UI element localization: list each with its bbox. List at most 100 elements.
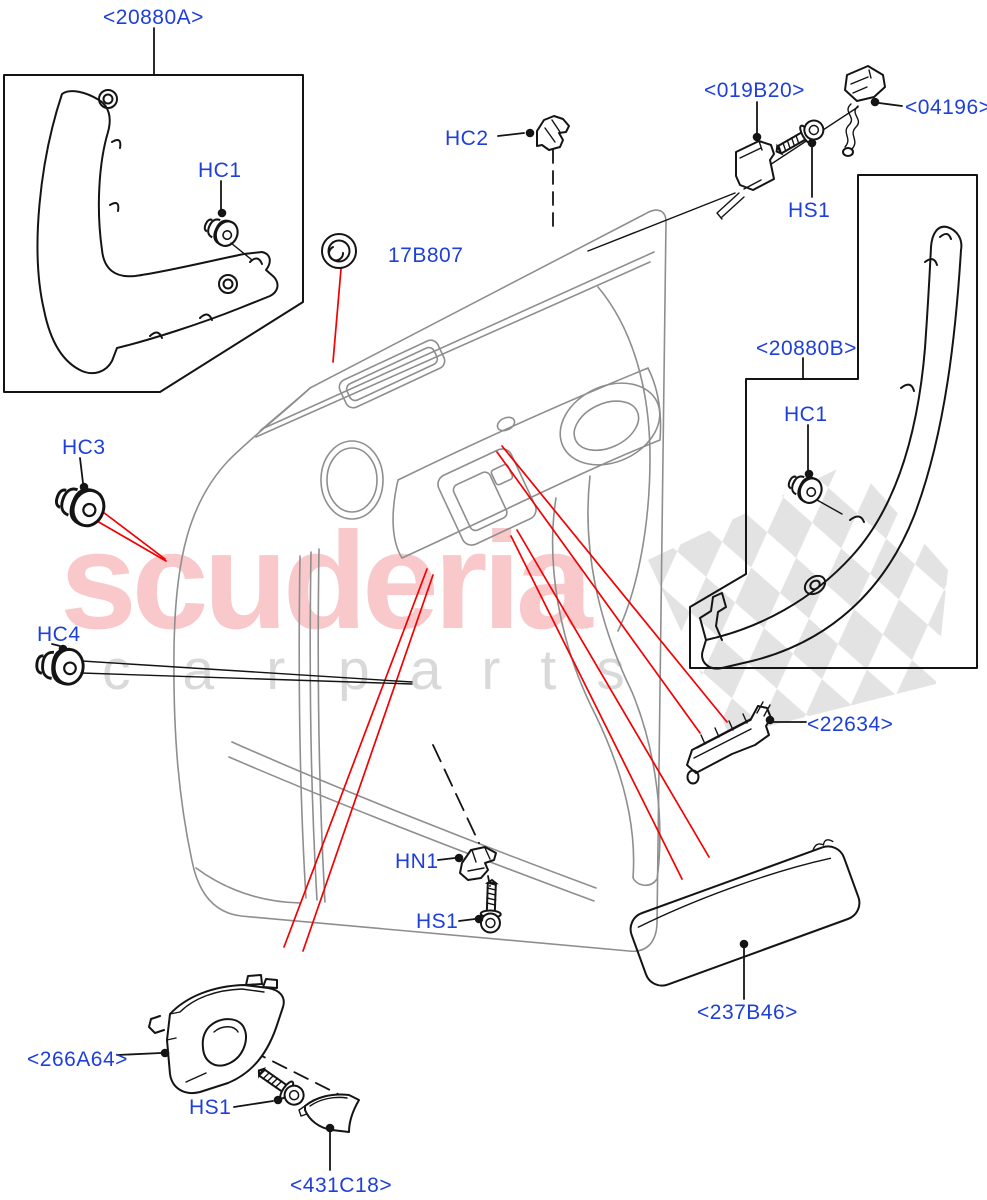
dot-22634 [765,715,775,725]
bottom-right-panel [629,839,861,1000]
part-trim-431C18 [298,1093,360,1133]
label-266A64[interactable]: <266A64> [27,1048,128,1071]
dot-266A64 [160,1048,170,1058]
lock-button [496,416,516,432]
label-22634[interactable]: <22634> [807,713,893,736]
leader-266A64 [116,1052,162,1056]
pointer-hc1-a [230,242,253,261]
detail-box-a-frame [3,74,304,393]
part-armrest-panel-237B46 [629,839,861,987]
part-bracket-22634 [686,701,772,785]
label-hs1-mid[interactable]: HS1 [416,910,458,933]
watermark-tagline-left: car [102,638,337,702]
watermark-brand-text: scuderia [60,504,594,658]
detail-box-a [3,27,304,393]
pointer-armrest-panel [510,529,710,880]
label-hc4[interactable]: HC4 [37,623,81,646]
pointer-hc3 [96,508,167,562]
label-019B20[interactable]: <019B20> [704,79,805,102]
clip-hc2 [536,115,570,151]
door-outline [173,209,667,952]
label-hc2[interactable]: HC2 [445,127,489,150]
clip-hc2-detail [544,119,561,143]
leader-hn1 [437,857,456,861]
label-20880B[interactable]: <20880B> [756,337,857,360]
dot-431C18 [325,1123,335,1133]
leader-hs1-mid [458,918,476,922]
label-hc1-a[interactable]: HC1 [198,159,242,182]
watermark: scuderia car parts [60,462,948,736]
leader-04196 [878,102,903,107]
checkered-flag-watermark [648,462,948,736]
detail-box-b-frame [689,174,978,669]
leader-hc4 [51,643,61,647]
rear-contour-line [597,286,651,632]
dot-hn1 [454,853,464,863]
label-hc1-b[interactable]: HC1 [784,403,828,426]
door-top-slot [338,339,446,409]
door-top-rail [255,251,655,438]
label-hn1[interactable]: HN1 [395,850,439,873]
center-bottom-fasteners [432,744,503,934]
screw-hs1-mid [479,878,503,934]
part-pillar-trim-a [36,89,279,375]
pointer-handle-bezel [283,568,434,952]
speaker-ring-inner [326,447,378,513]
leader-hs1-bottom [233,1100,274,1108]
clip-hc4 [33,645,87,687]
pointer-hc1-b [816,499,843,515]
dot-019B20 [752,132,762,142]
top-center-parts [321,115,570,269]
speaker-ring-outer [320,440,384,520]
dot-04196 [870,97,880,107]
part-bracket-019B20 [716,140,775,220]
part-cable-04196 [842,65,886,157]
label-237B46[interactable]: <237B46> [697,1001,798,1024]
part-pillar-trim-b [699,225,963,670]
label-20880A[interactable]: <20880A> [103,6,204,29]
bottom-left-parts [116,974,360,1171]
leader-hc3 [79,457,84,484]
clip-hc1-a [199,211,243,251]
label-17B807[interactable]: 17B807 [388,244,463,267]
watermark-tagline-right: parts [338,638,665,702]
leader-hc2 [497,132,525,137]
map-pocket-lines [228,741,597,902]
dot-hs1-bottom [273,1095,283,1105]
label-04196[interactable]: <04196> [905,96,987,119]
dot-hc1-b [804,469,814,479]
red-pointer-lines [96,268,728,952]
door-pull-cup [559,382,661,466]
dot-237B46 [739,939,749,949]
pointer-grommet [332,268,342,363]
pointer-hc4 [80,660,413,685]
dashed-hn1 [432,744,480,844]
pointer-019B20 [587,192,736,252]
left-clips [33,457,413,687]
dot-hs1-top [807,138,817,148]
label-431C18[interactable]: <431C18> [290,1174,392,1197]
dot-hc1-a [217,208,227,218]
top-right-parts [587,65,903,252]
part-labels: <20880A> HC1 HC2 17B807 <019B20> <04196>… [27,6,987,1197]
screw-hs1-top [770,115,829,162]
dot-hs1-mid [474,914,484,924]
door-panel-artwork [173,209,667,952]
part-nut-hn1 [459,846,497,881]
detail-box-b [689,174,978,670]
bottom-corner-line [195,867,301,904]
label-hc3[interactable]: HC3 [62,436,106,459]
part-handle-bezel-266A64 [148,974,285,1094]
dot-hc2 [525,128,535,138]
front-edge-lines [298,548,326,903]
armrest-lines [392,367,662,559]
dashed-bezel-axis [229,1039,351,1101]
part-grommet-17B807 [321,233,357,269]
pull-strap [551,475,661,887]
mid-bracket-group [686,701,807,785]
label-hs1-bottom[interactable]: HS1 [189,1096,231,1119]
pointer-mid-bracket [496,445,728,734]
label-hs1-top[interactable]: HS1 [788,199,830,222]
